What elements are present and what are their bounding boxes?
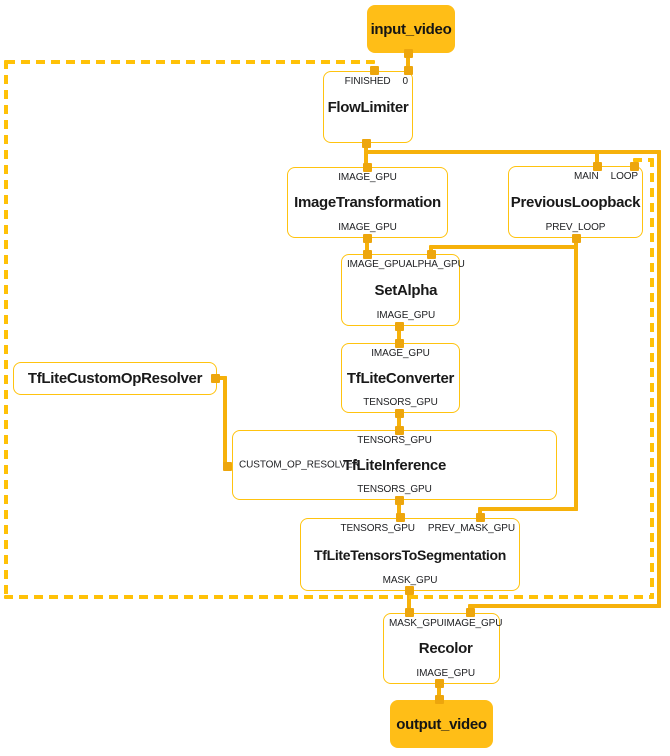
port-marker (405, 608, 414, 617)
tfliteinference-title: TfLiteInference (342, 456, 447, 474)
edge-prevloop-to-prevmask-horizontal (478, 507, 578, 511)
edge-to-previousloopback-main (595, 152, 599, 166)
port-marker (363, 163, 372, 172)
port-marker (405, 586, 414, 595)
node-input-video[interactable]: input_video (367, 5, 455, 53)
port-marker (395, 339, 404, 348)
node-tflitecustomopresolver[interactable]: TfLiteCustomOpResolver (13, 362, 217, 395)
recolor-top-ports: MASK_GPU IMAGE_GPU (384, 616, 507, 631)
tfliteconverter-top-port: IMAGE_GPU (371, 348, 430, 359)
port-label-main: MAIN (574, 171, 599, 182)
port-marker (363, 250, 372, 259)
flowlimiter-top-ports: FINISHED 0 (324, 74, 412, 89)
setalpha-title: SetAlpha (374, 281, 438, 299)
setalpha-bottom-port: IMAGE_GPU (376, 310, 436, 321)
port-marker (395, 426, 404, 435)
port-marker (593, 162, 602, 171)
port-marker (223, 462, 232, 471)
port-marker (435, 679, 444, 688)
edge-converter-to-inference (397, 413, 401, 430)
port-label-finished: FINISHED (344, 76, 391, 87)
previousloopback-top-ports: MAIN LOOP (509, 169, 642, 184)
port-marker (476, 513, 485, 522)
port-marker (363, 234, 372, 243)
port-marker (435, 695, 444, 704)
port-label-alpha-gpu: ALPHA_GPU (405, 259, 465, 270)
port-label-mask-gpu-in: MASK_GPU (389, 618, 444, 629)
backedge-left-vertical (4, 60, 8, 599)
port-label-image-gpu-in: IMAGE_GPU (443, 618, 503, 629)
port-label-tensors-gpu: TENSORS_GPU (340, 523, 415, 534)
imagetransformation-top-port: IMAGE_GPU (338, 172, 397, 183)
port-marker (370, 66, 379, 75)
port-label-custom-op-resolver: CUSTOM_OP_RESOLVER (239, 459, 360, 471)
port-marker (362, 139, 371, 148)
output-video-label: output_video (396, 715, 487, 733)
edge-flowlimiter-out-drop (364, 143, 368, 169)
port-marker (395, 496, 404, 505)
port-marker (404, 49, 413, 58)
port-marker (211, 374, 220, 383)
node-flowlimiter[interactable]: FINISHED 0 FlowLimiter (323, 71, 413, 143)
edge-inputvideo-to-flowlimiter (406, 53, 410, 69)
backedge-bottom-horizontal (4, 595, 654, 599)
port-marker (427, 250, 436, 259)
tfliteconverter-bottom-port: TENSORS_GPU (363, 397, 438, 408)
edge-setalpha-to-converter (397, 326, 401, 345)
port-label-prev-loop: PREV_LOOP (545, 222, 606, 233)
backedge-to-loop (633, 158, 654, 162)
node-tfliteconverter[interactable]: IMAGE_GPU TfLiteConverter TENSORS_GPU (341, 343, 460, 413)
node-recolor[interactable]: MASK_GPU IMAGE_GPU Recolor IMAGE_GPU (383, 613, 502, 684)
port-marker (404, 66, 413, 75)
tfliteinference-top-port: TENSORS_GPU (357, 435, 432, 446)
node-tflitetensorstosegmentation[interactable]: TENSORS_GPU PREV_MASK_GPU TfLiteTensorsT… (300, 518, 520, 591)
recolor-bottom-port: IMAGE_GPU (416, 668, 475, 679)
port-marker (630, 162, 639, 171)
node-imagetransformation[interactable]: IMAGE_GPU ImageTransformation IMAGE_GPU (287, 167, 448, 238)
port-marker (395, 409, 404, 418)
node-previousloopback[interactable]: MAIN LOOP PreviousLoopback PREV_LOOP (508, 166, 643, 238)
flowlimiter-title: FlowLimiter (327, 98, 409, 116)
edge-prevloop-to-alpha-horizontal (429, 245, 578, 249)
previousloopback-title: PreviousLoopback (510, 193, 641, 211)
input-video-label: input_video (370, 20, 452, 38)
edge-resolver-out-horizontal (213, 376, 227, 380)
port-label-0: 0 (402, 76, 409, 87)
edge-resolver-vertical (223, 376, 227, 468)
backedge-top-to-finished (6, 60, 375, 64)
edge-imagetransformation-to-setalpha (365, 238, 369, 256)
edge-inference-to-segmentation (397, 500, 401, 518)
segmentation-top-ports: TENSORS_GPU PREV_MASK_GPU (301, 521, 519, 536)
recolor-title: Recolor (418, 640, 473, 657)
port-marker (396, 513, 405, 522)
port-label-mask-gpu: MASK_GPU (382, 575, 438, 586)
tflitecustomopresolver-title: TfLiteCustomOpResolver (27, 370, 203, 387)
node-output-video[interactable]: output_video (390, 700, 493, 748)
port-marker (395, 322, 404, 331)
edge-flowlimiter-fanout-horizontal (364, 150, 661, 154)
tfliteconverter-title: TfLiteConverter (346, 369, 455, 387)
setalpha-top-ports: IMAGE_GPU ALPHA_GPU (342, 257, 470, 272)
port-marker (466, 608, 475, 617)
edge-recolor-to-outputvideo (437, 682, 441, 700)
port-marker (572, 234, 581, 243)
backedge-right-vertical (650, 158, 654, 599)
edge-prevloop-vertical (574, 240, 578, 511)
port-label-prev-mask-gpu: PREV_MASK_GPU (427, 523, 515, 534)
edge-right-vertical-to-recolor (657, 150, 661, 608)
port-label-loop: LOOP (610, 171, 638, 182)
port-label-image-gpu: IMAGE_GPU (347, 259, 406, 270)
imagetransformation-bottom-port: IMAGE_GPU (338, 222, 397, 233)
node-tfliteinference[interactable]: TENSORS_GPU CUSTOM_OP_RESOLVER TfLiteInf… (232, 430, 557, 500)
edge-bottom-horizontal-to-recolor-image (468, 604, 661, 608)
segmentation-title: TfLiteTensorsToSegmentation (313, 546, 507, 563)
edge-mask-to-recolor (407, 589, 411, 614)
node-setalpha[interactable]: IMAGE_GPU ALPHA_GPU SetAlpha IMAGE_GPU (341, 254, 465, 326)
imagetransformation-title: ImageTransformation (294, 194, 441, 211)
tfliteinference-bottom-port: TENSORS_GPU (357, 484, 432, 495)
